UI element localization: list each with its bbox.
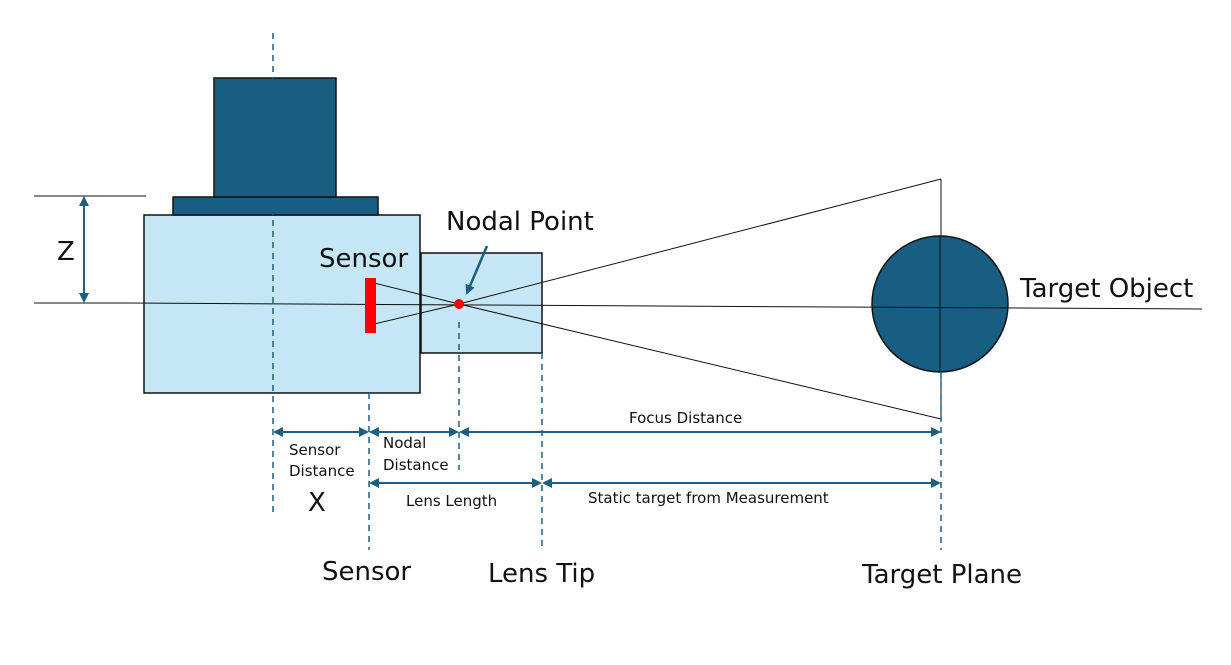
nodal-point-label: Nodal Point [446,207,594,237]
sensor-label-top: Sensor [319,244,408,274]
sensor-bar [365,278,376,333]
fov-lower-ray [458,303,942,420]
focus-distance-label: Focus Distance [629,409,742,427]
sensor-distance-label-line2: Distance [289,462,355,480]
nodal-distance-label-line1: Nodal [383,434,426,452]
nodal-point-dot [454,299,464,309]
z-label: Z [57,237,75,267]
lens-barrel [420,252,543,354]
camera-top-block [213,77,337,198]
ray-top-to-nodal [369,281,460,305]
sensor-distance-label-line1: Sensor [289,441,341,459]
target-object-label: Target Object [1019,274,1193,304]
x-label: X [308,488,326,518]
nodal-point-pointer [465,245,489,295]
camera-mount-plate [172,196,379,216]
lens-length-label: Lens Length [406,492,497,510]
lens-tip-label: Lens Tip [488,559,595,589]
target-plane-label: Target Plane [861,560,1022,590]
ray-bottom-to-nodal [369,303,460,326]
fov-upper-ray [458,178,942,305]
nodal-distance-label-line2: Distance [383,456,449,474]
sensor-label-bottom: Sensor [322,557,411,587]
optical-axis [117,302,1203,310]
static-target-label: Static target from Measurement [588,489,829,507]
